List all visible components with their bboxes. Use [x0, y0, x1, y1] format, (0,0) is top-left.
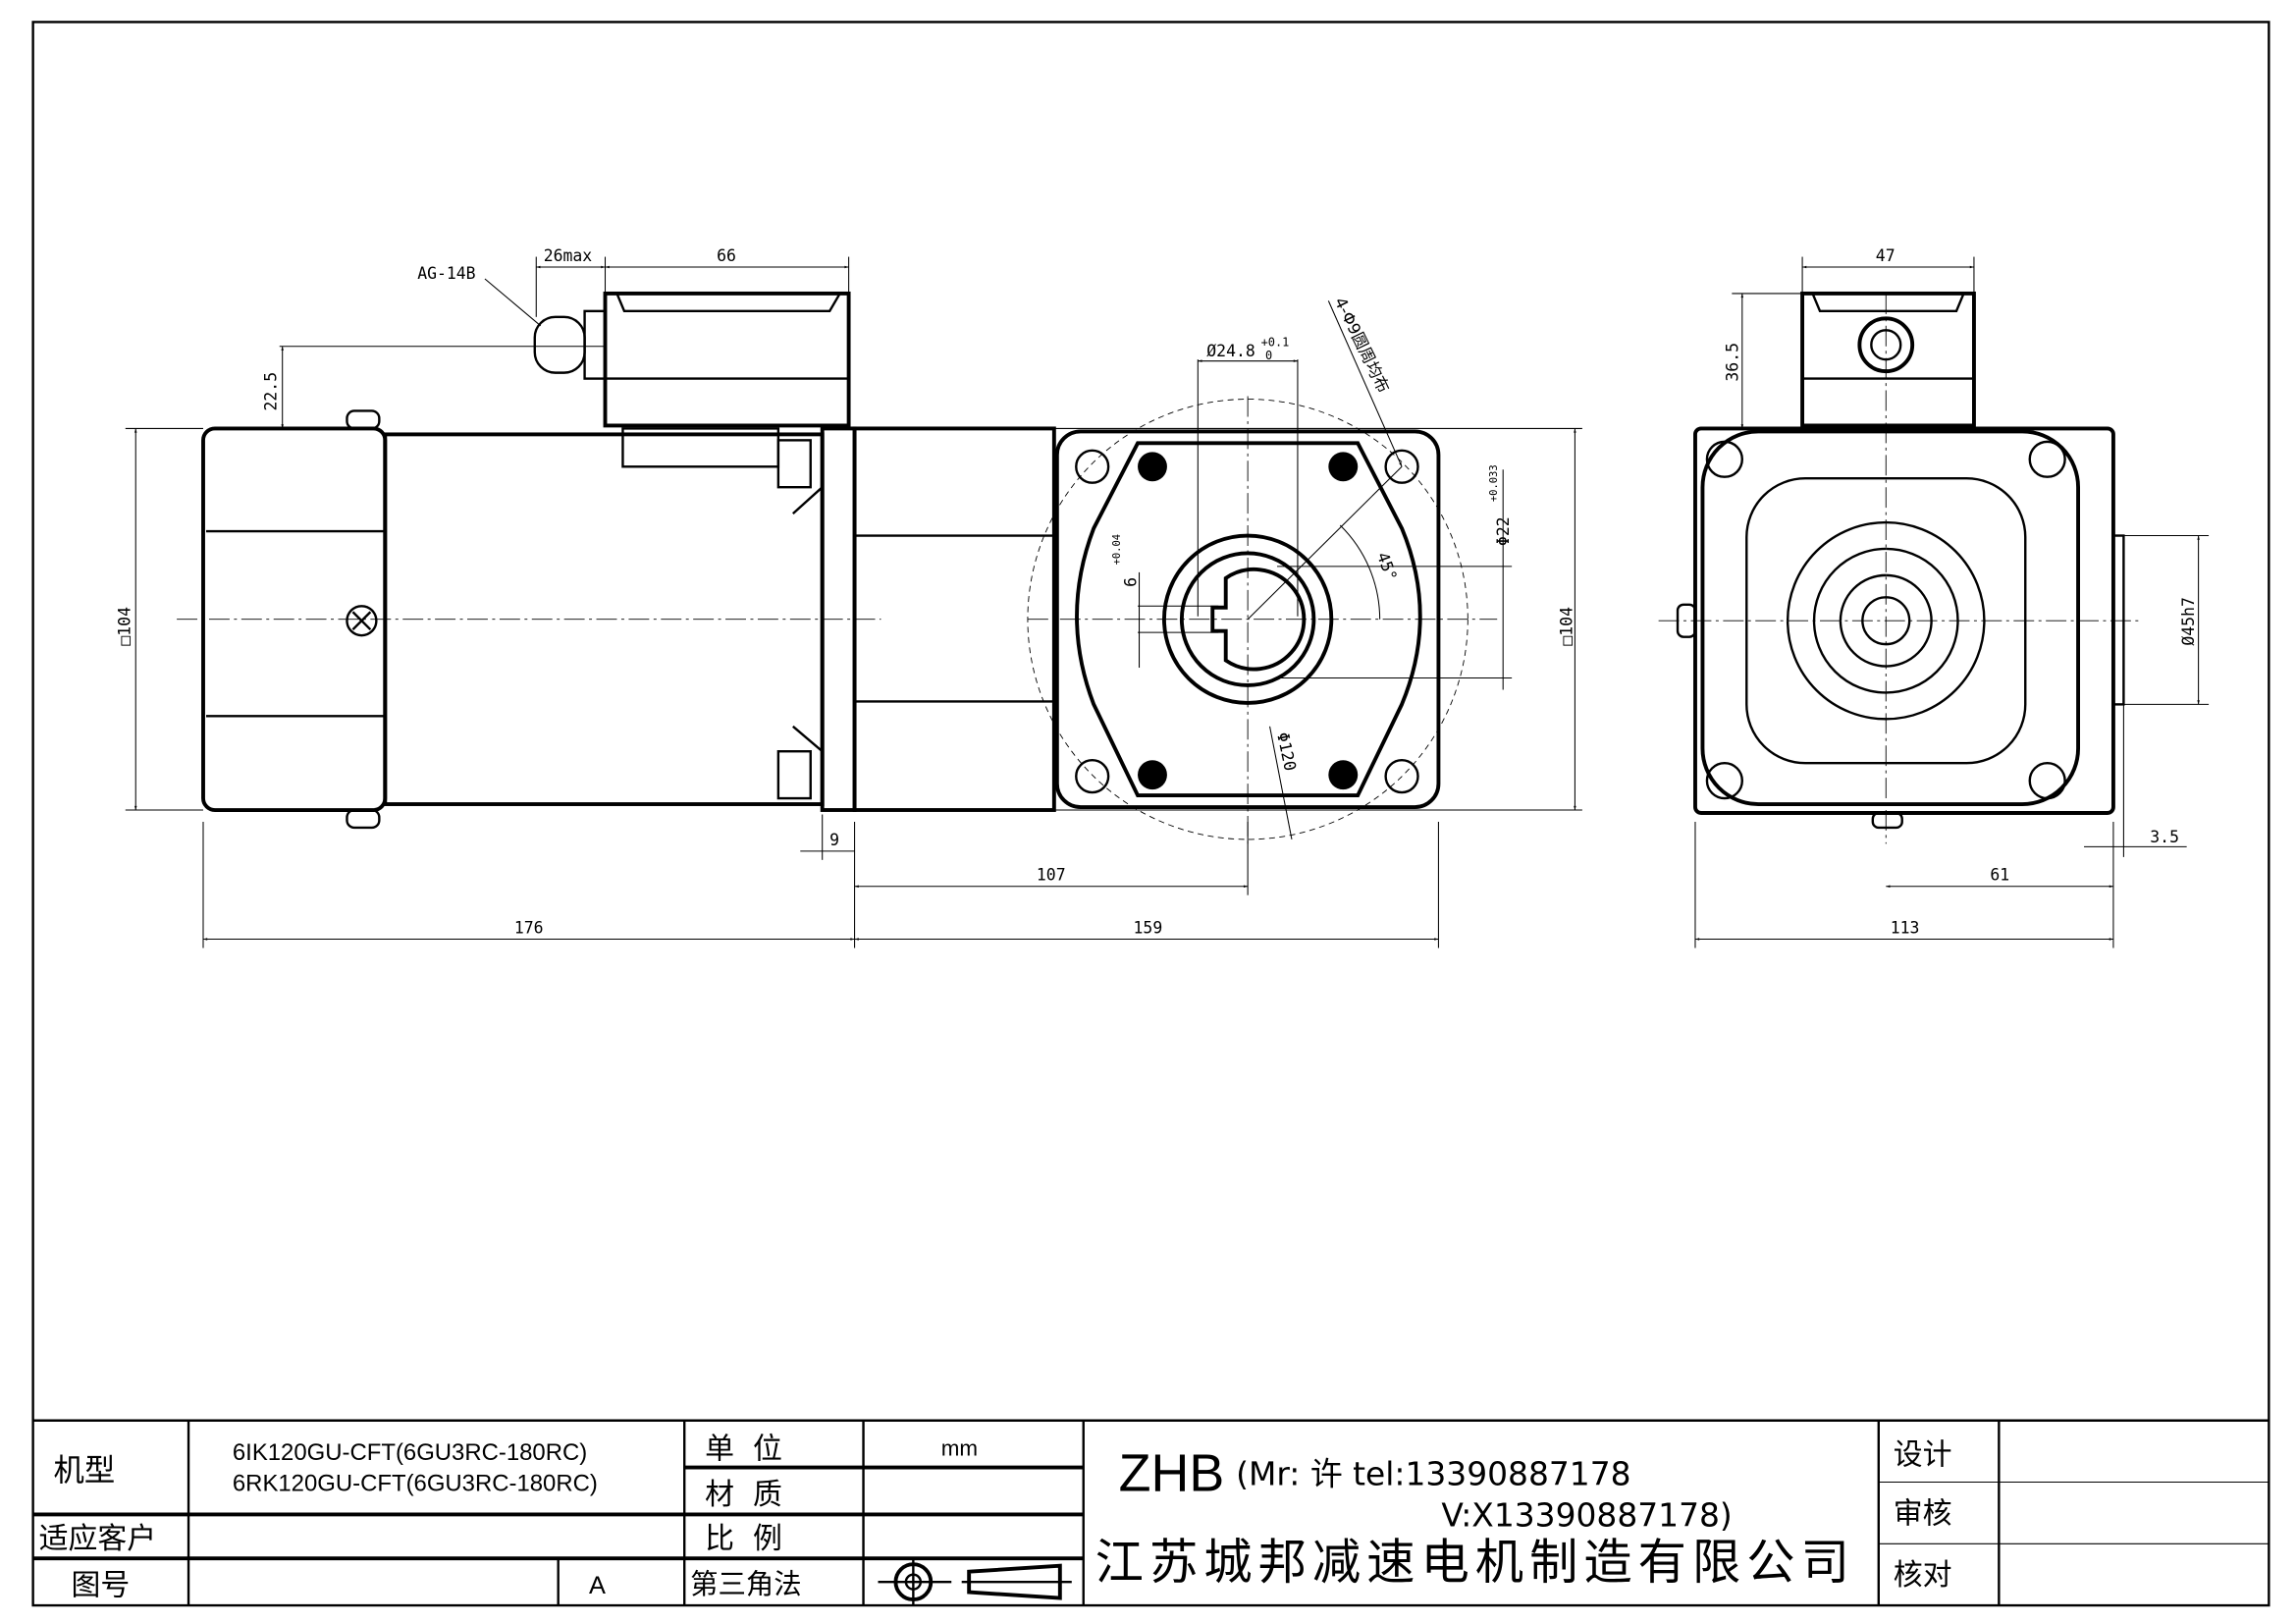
key-tol: +0.04 — [1111, 534, 1123, 565]
title-block: 机型 6IK120GU-CFT(6GU3RC-180RC) 6RK120GU-C… — [32, 1419, 2269, 1606]
dim-176: 176 — [514, 919, 544, 938]
dim-key: 6 — [1122, 577, 1141, 587]
front-view: □104 45° Ø24.8 +0.1 0 4-Φ9圆周均布 6 +0.04 Φ… — [1027, 295, 1582, 844]
shaft-tol: +0.033 — [1488, 464, 1500, 502]
bore-tol-lower: 0 — [1265, 349, 1272, 362]
dim-159: 159 — [1134, 919, 1163, 938]
projection-label: 第三角法 — [690, 1568, 802, 1600]
third-angle-projection-icon — [878, 1558, 1072, 1606]
gland-label: AG-14B — [417, 264, 475, 283]
dim-61: 61 — [1990, 866, 2009, 885]
dim-107: 107 — [1037, 866, 1066, 885]
contact-line-1: (Mr: 许 tel:13390887178 — [1236, 1455, 1630, 1493]
dim-3-5: 3.5 — [2150, 828, 2179, 846]
model-label: 机型 — [54, 1453, 116, 1488]
rear-view: 47 36.5 113 61 3.5 Ø45h7 — [1658, 246, 2210, 948]
dim-shaft: Φ22 — [1494, 516, 1513, 546]
drawing-no-label: 图号 — [71, 1569, 130, 1603]
design-label: 设计 — [1894, 1438, 1952, 1473]
unit-value: mm — [941, 1436, 978, 1461]
contact-line-2: V:X13390887178) — [1441, 1495, 1732, 1534]
model-1: 6IK120GU-CFT(6GU3RC-180RC) — [233, 1439, 587, 1466]
check-label: 核对 — [1894, 1558, 1952, 1593]
brand-logo: ZHB — [1119, 1443, 1225, 1502]
dim-36-5: 36.5 — [1723, 343, 1741, 382]
dim-holes: 4-Φ9圆周均布 — [1331, 295, 1393, 396]
company-name: 江苏城邦减速电机制造有限公司 — [1095, 1534, 1849, 1591]
dim-square-104-left: □104 — [115, 607, 133, 646]
dim-square-104-right: □104 — [1557, 607, 1575, 646]
dim-66: 66 — [717, 246, 736, 265]
review-label: 审核 — [1894, 1496, 1952, 1531]
scale-label: 比 例 — [705, 1522, 782, 1556]
drawing-frame — [31, 21, 2270, 1607]
unit-label: 单 位 — [705, 1433, 782, 1467]
dim-47: 47 — [1876, 246, 1896, 265]
model-2: 6RK120GU-CFT(6GU3RC-180RC) — [233, 1470, 598, 1496]
dim-spigot: Ø45h7 — [2179, 597, 2198, 645]
revision: A — [589, 1572, 606, 1599]
dim-113: 113 — [1891, 919, 1920, 938]
bore-tol-upper: +0.1 — [1261, 336, 1290, 350]
customer-label: 适应客户 — [39, 1522, 157, 1556]
material-label: 材 质 — [705, 1478, 782, 1512]
dim-9: 9 — [829, 831, 839, 849]
dim-bore: Ø24.8 — [1206, 342, 1255, 360]
dim-22-5: 22.5 — [262, 372, 281, 411]
dim-26max: 26max — [544, 246, 593, 265]
